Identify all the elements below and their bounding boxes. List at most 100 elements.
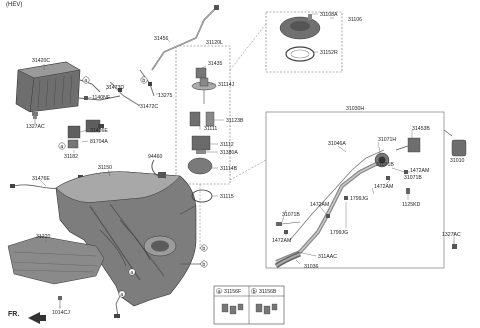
tank-vent-pipe bbox=[179, 205, 197, 215]
svg-text:b: b bbox=[142, 78, 145, 84]
leader-dashes bbox=[199, 23, 267, 250]
feed-line-parts bbox=[109, 69, 155, 107]
svg-text:b: b bbox=[253, 289, 256, 295]
front-direction-arrow bbox=[28, 312, 46, 324]
svg-text:a: a bbox=[218, 289, 221, 295]
label-31380A: 31380A bbox=[220, 150, 238, 156]
callout-a-left bbox=[58, 142, 66, 150]
filler-neck-assembly-box bbox=[265, 111, 445, 269]
label-31182: 31182 bbox=[64, 154, 78, 160]
right-bolt-1327AC bbox=[452, 240, 457, 249]
label-31150: 31150 bbox=[98, 165, 112, 171]
label-1472AM-left: 1472AM bbox=[310, 202, 329, 208]
pump-reservoir bbox=[187, 157, 213, 175]
tank-strap bbox=[89, 205, 141, 281]
canister-bracket bbox=[32, 112, 38, 116]
label-1125KD: 1125KD bbox=[402, 202, 421, 208]
label-31036: 31036 bbox=[304, 264, 319, 270]
label-1014CJ: 1014CJ bbox=[52, 310, 70, 316]
label-31456: 31456 bbox=[154, 36, 169, 42]
callout-b-tank2 bbox=[200, 260, 208, 268]
label-31106: 31106 bbox=[348, 17, 362, 23]
shield-bolt bbox=[58, 296, 62, 300]
label-1327AC-left: 1327AC bbox=[26, 124, 45, 130]
clip-icon-b bbox=[255, 303, 278, 315]
label-31071B-right-2: 31071B bbox=[404, 175, 422, 181]
tank-lines bbox=[99, 219, 151, 267]
label-1327AC-right: 1327AC bbox=[442, 232, 461, 238]
label-31152R: 31152R bbox=[320, 50, 338, 56]
label-1472AM-r2: 1472AM bbox=[374, 184, 393, 190]
fuel-pump-module bbox=[187, 67, 217, 203]
label-31115: 31115 bbox=[220, 194, 234, 200]
callout-a-bottom bbox=[118, 290, 126, 298]
callout-a-tank bbox=[128, 268, 136, 276]
canister-assembly bbox=[15, 61, 121, 124]
svg-text:a: a bbox=[130, 270, 133, 276]
cover-gasket-ring bbox=[285, 46, 315, 62]
label-31071H: 31071H bbox=[378, 137, 396, 143]
label-31476E: 31476E bbox=[32, 176, 50, 182]
callout-a-top bbox=[82, 76, 90, 84]
label-31010: 31010 bbox=[450, 158, 465, 164]
fuel-filler-door bbox=[443, 129, 467, 157]
label-1799JG-2: 1799JG bbox=[330, 230, 348, 236]
svg-text:a: a bbox=[120, 292, 123, 298]
label-31473D: 31473D bbox=[106, 85, 124, 91]
connector bbox=[98, 124, 104, 128]
vapor-hose bbox=[79, 79, 101, 93]
svg-text:b: b bbox=[202, 262, 205, 268]
label-1472AM-low: 1472AM bbox=[272, 238, 291, 244]
fuel-tank bbox=[55, 171, 204, 318]
legend-b-part: 31156B bbox=[259, 289, 277, 295]
callout-b-top bbox=[140, 76, 148, 84]
label-31114J: 31114J bbox=[218, 82, 235, 88]
svg-text:b: b bbox=[202, 246, 205, 252]
pump-cover-parts bbox=[279, 14, 321, 62]
legend-a-part: 31156F bbox=[224, 289, 241, 295]
fuel-line-31456 bbox=[151, 5, 219, 71]
label-311AAC: 311AAC bbox=[318, 254, 337, 260]
label-31123B: 31123B bbox=[226, 118, 244, 124]
label-1140NF: 1140NF bbox=[92, 95, 110, 101]
label-94460: 94460 bbox=[148, 154, 163, 160]
label-31108A: 31108A bbox=[320, 12, 338, 18]
fuel-pump-module-box bbox=[175, 45, 231, 185]
pump-gasket bbox=[191, 189, 213, 203]
label-31426E: 31426E bbox=[90, 128, 108, 134]
label-31030H: 31030H bbox=[346, 106, 364, 112]
fuel-level-sensor bbox=[151, 159, 167, 179]
pump-motor bbox=[191, 135, 211, 151]
label-31114B: 31114B bbox=[220, 166, 238, 172]
label-13275: 13275 bbox=[158, 93, 173, 99]
label-31435: 31435 bbox=[208, 61, 223, 67]
hev-variant-label: (HEV) bbox=[6, 2, 23, 8]
clip-icon-a bbox=[221, 303, 244, 315]
pump-bracket bbox=[195, 67, 207, 79]
callout-letters: a b a b b a a bbox=[60, 78, 205, 298]
label-31220: 31220 bbox=[36, 234, 51, 240]
label-1799JG-1: 1799JG bbox=[350, 196, 368, 202]
heat-shield bbox=[7, 235, 105, 308]
front-orientation-label: FR. bbox=[8, 311, 20, 318]
svg-text:a: a bbox=[84, 78, 87, 84]
canister-bolt bbox=[33, 116, 37, 119]
label-31111: 31111 bbox=[204, 126, 217, 132]
hose-clip bbox=[84, 96, 88, 100]
purge-valve-parts bbox=[67, 119, 104, 149]
part-labels: 31420C 31473D 1140NF 31472C 13275 1327AC… bbox=[26, 12, 465, 316]
filler-neck-assembly bbox=[274, 137, 421, 269]
label-31071B-left: 31071B bbox=[282, 212, 300, 218]
pump-cover-box bbox=[265, 11, 343, 73]
label-31071B-right: 31071B bbox=[376, 162, 394, 168]
label-1472AM-r1: 1472AM bbox=[410, 168, 429, 174]
assembly-boxes bbox=[175, 11, 445, 269]
label-31453B: 31453B bbox=[412, 126, 430, 132]
legend-box: a 31156F b 31156B bbox=[213, 285, 285, 325]
label-81704A: 81704A bbox=[90, 139, 108, 145]
canister-top-face bbox=[17, 61, 81, 79]
filler-bracket bbox=[407, 137, 421, 153]
label-31420C: 31420C bbox=[32, 58, 50, 64]
pump-filter bbox=[189, 111, 201, 127]
